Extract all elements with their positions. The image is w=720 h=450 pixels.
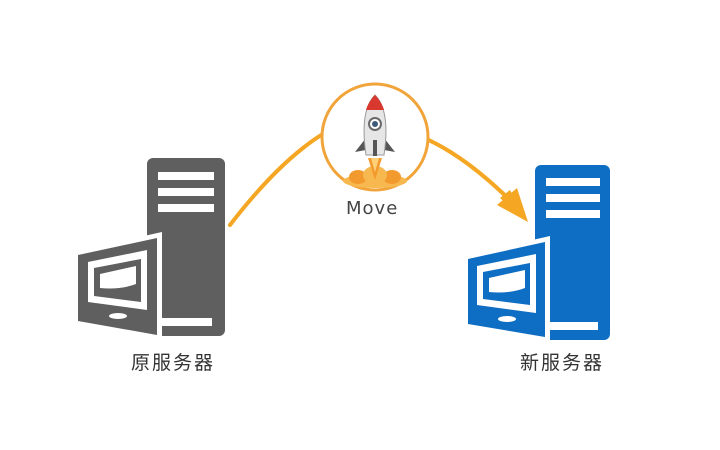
source-server-icon [72,158,225,340]
target-server-icon [462,165,610,342]
target-server-label: 新服务器 [520,352,605,374]
move-badge [320,82,430,192]
rocket-icon [343,94,407,188]
move-label: Move [346,198,399,219]
source-server-label: 原服务器 [131,352,216,374]
